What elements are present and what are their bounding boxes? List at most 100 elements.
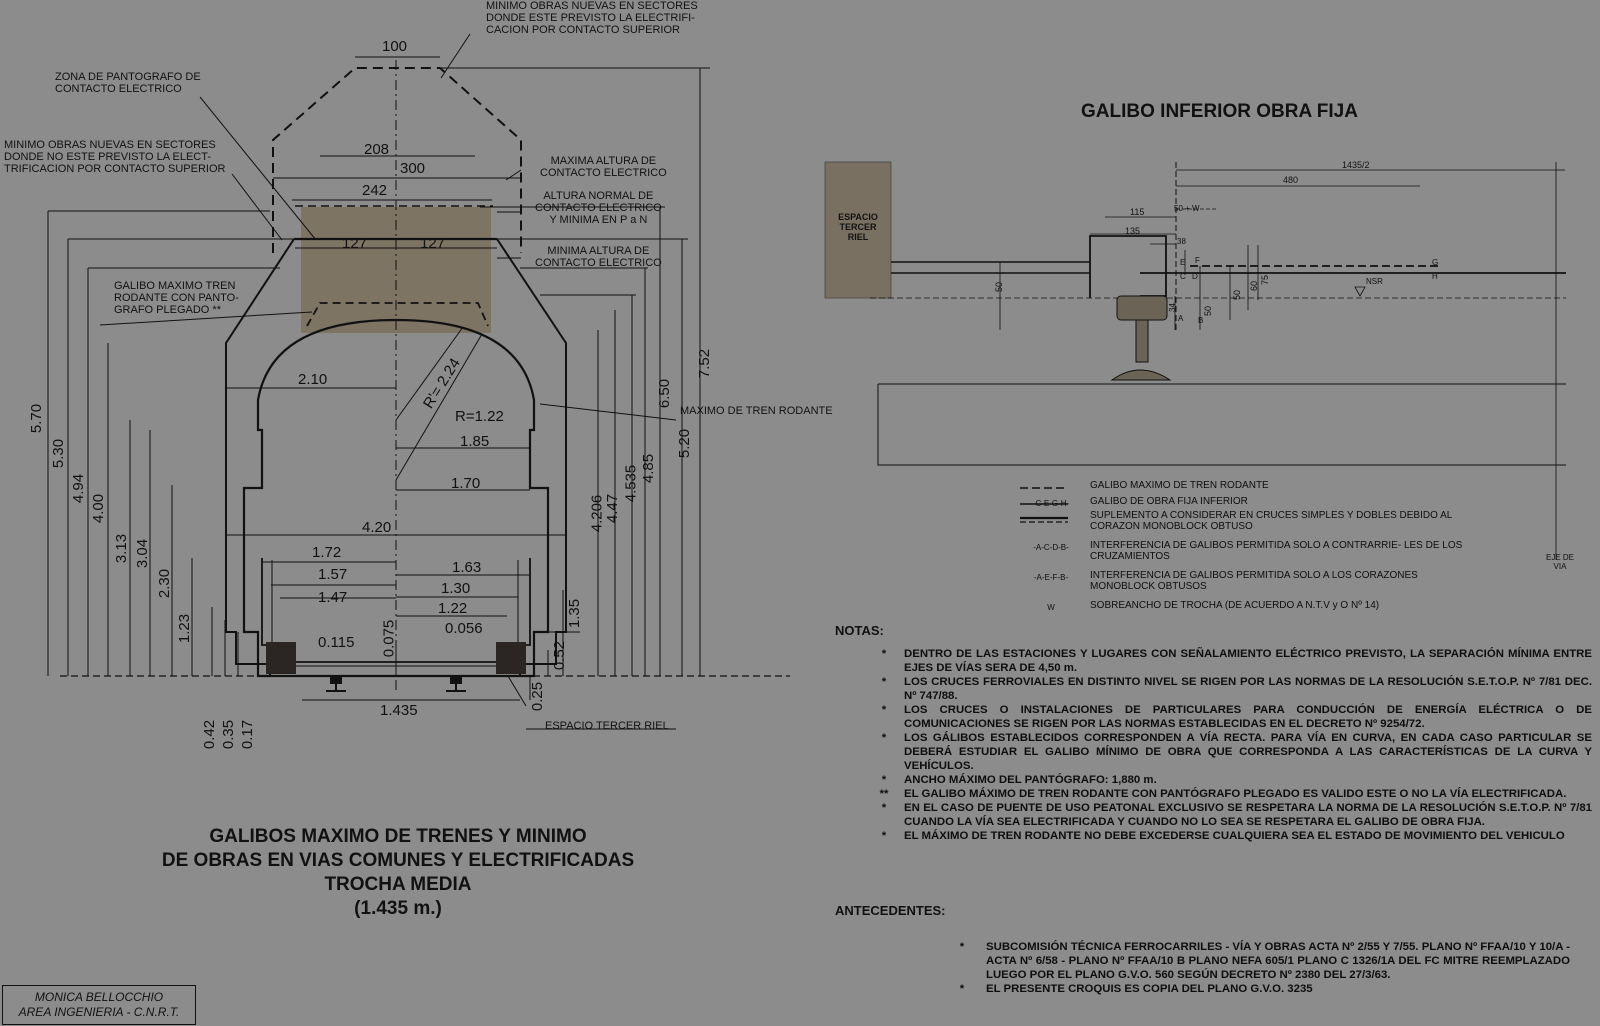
rail-left	[326, 676, 346, 692]
note-item: *EL MÁXIMO DE TREN RODANTE NO DEBE EXCED…	[881, 830, 1565, 842]
dim-0-17: 0.17	[239, 719, 257, 750]
dim-3-13: 3.13	[113, 533, 131, 564]
credit-box: MONICA BELLOCCHIO AREA INGENIERIA - C.N.…	[2, 985, 196, 1025]
dim-242: 242	[362, 182, 388, 199]
dim-50-mid: 50	[1203, 305, 1214, 317]
legend-item: -A-E-F-B- INTERFERENCIA DE GALIBOS PERMI…	[1033, 570, 1418, 592]
dim-480: 480	[1283, 175, 1299, 185]
dim-0-42: 0.42	[201, 719, 219, 750]
callout-third-rail-space: ESPACIO TERCER RIEL	[545, 720, 669, 732]
legend-item: GALIBO MAXIMO DE TREN RODANTE	[1090, 480, 1269, 491]
callout-max-contact-height: MAXIMA ALTURA DE CONTACTO ELECTRICO	[540, 155, 667, 179]
dim-300: 300	[400, 160, 426, 177]
legend-item: -A-C-D-B- INTERFERENCIA DE GALIBOS PERMI…	[1033, 540, 1463, 562]
dim-6-50: 6.50	[656, 378, 674, 409]
dim-r-1-22: R=1.22	[455, 408, 504, 425]
dim-4-206: 4.206	[588, 494, 606, 533]
note-item: *LOS CRUCES FERROVIALES EN DISTINTO NIVE…	[881, 676, 1592, 702]
dim-100: 100	[382, 38, 408, 55]
legend-item: W SOBREANCHO DE TROCHA (DE ACUERDO A N.T…	[1047, 600, 1380, 612]
dim-1-85: 1.85	[460, 433, 490, 450]
point-c: C	[1180, 272, 1186, 281]
legend-item: -C-E-G-H- GALIBO DE OBRA FIJA INFERIOR	[1032, 496, 1248, 508]
dim-3-04: 3.04	[134, 538, 152, 569]
dim-1-72: 1.72	[312, 544, 342, 561]
dim-4-00: 4.00	[90, 493, 108, 524]
rolling-stock-outline	[242, 318, 550, 678]
dim-1-22: 1.22	[438, 600, 468, 617]
callout-normal-contact-height: ALTURA NORMAL DE CONTACTO ELECTRICO Y MI…	[535, 190, 662, 226]
callout-max-rolling-stock: MAXIMO DE TREN RODANTE	[680, 405, 833, 417]
third-rail-block-right	[496, 642, 526, 674]
right-diagram-title: GALIBO INFERIOR OBRA FIJA	[1081, 101, 1358, 122]
dim-0-52: 0.52	[551, 640, 569, 671]
note-item: *ANCHO MÁXIMO DEL PANTÓGRAFO: 1,880 m.	[881, 774, 1157, 786]
point-a: A	[1178, 314, 1184, 323]
electrified-clearance-outline	[272, 67, 522, 253]
dim-4-20: 4.20	[362, 519, 392, 536]
third-rail-block-left	[266, 642, 296, 674]
note-item: *LOS CRUCES O INSTALACIONES DE PARTICULA…	[881, 704, 1592, 730]
dim-1-57: 1.57	[318, 566, 348, 583]
background-item: *SUBCOMISIÓN TÉCNICA FERROCARRILES - VÍA…	[959, 941, 1570, 981]
dim-1-47: 1.47	[318, 589, 348, 606]
dim-38: 38	[1177, 237, 1186, 246]
callout-min-contact-height: MINIMA ALTURA DE CONTACTO ELECTRICO	[535, 245, 662, 269]
note-item: **EL GALIBO MÁXIMO DE TREN RODANTE CON P…	[879, 788, 1567, 800]
point-b: B	[1198, 316, 1204, 325]
point-e: E	[1180, 258, 1186, 267]
dim-1435-2: 1435/2	[1342, 160, 1370, 170]
dim-50-right: 50	[1232, 289, 1243, 301]
track-axis-label: EJE DE VIA	[1546, 553, 1575, 571]
dim-1-35: 1.35	[566, 598, 584, 629]
dim-7-52: 7.52	[696, 348, 714, 379]
dim-75: 75	[1260, 274, 1271, 286]
note-item: *LOS GÁLIBOS ESTABLECIDOS CORRESPONDEN A…	[881, 732, 1592, 772]
dim-5-20: 5.20	[676, 428, 694, 459]
dim-4-47: 4.47	[604, 493, 622, 524]
dim-1-23: 1.23	[176, 613, 194, 644]
dim-1-435: 1.435	[380, 702, 418, 719]
dim-0-075: 0.075	[380, 619, 398, 658]
dim-2-10: 2.10	[298, 371, 328, 388]
dim-4-85: 4.85	[640, 453, 658, 484]
dim-1-70: 1.70	[451, 475, 481, 492]
dim-135: 135	[1125, 226, 1141, 236]
notes-heading: NOTAS:	[835, 623, 884, 638]
point-d: D	[1192, 272, 1198, 281]
dim-127-right: 127	[420, 235, 446, 252]
callout-min-works-electrified: MINIMO OBRAS NUEVAS EN SECTORES DONDE ES…	[486, 0, 698, 36]
credit-text: MONICA BELLOCCHIO AREA INGENIERIA - C.N.…	[18, 990, 180, 1019]
dim-0-25: 0.25	[529, 681, 547, 712]
dim-5-30: 5.30	[50, 438, 68, 469]
dim-5-70: 5.70	[28, 403, 46, 434]
dim-34: 34	[1167, 303, 1177, 312]
dim-0-056: 0.056	[445, 620, 483, 637]
point-g: G	[1432, 258, 1439, 267]
dim-1-63: 1.63	[452, 559, 482, 576]
note-item: *EN EL CASO DE PUENTE DE USO PEATONAL EX…	[881, 802, 1592, 828]
dim-4-94: 4.94	[70, 473, 88, 504]
legend: GALIBO MAXIMO DE TREN RODANTE -C-E-G-H- …	[1020, 480, 1480, 616]
background-list: *SUBCOMISIÓN TÉCNICA FERROCARRILES - VÍA…	[950, 940, 1570, 996]
background-heading: ANTECEDENTES:	[835, 903, 946, 918]
dim-50-left: 50	[994, 281, 1005, 293]
nsr-label: NSR	[1366, 277, 1383, 286]
callout-min-works-non-electrified: MINIMO OBRAS NUEVAS EN SECTORES DONDE NO…	[4, 139, 226, 175]
left-diagram-title: GALIBOS MAXIMO DE TRENES Y MINIMO DE OBR…	[161, 826, 635, 919]
legend-item: SUPLEMENTO A CONSIDERAR EN CRUCES SIMPLE…	[1090, 510, 1452, 532]
dim-2-30: 2.30	[156, 568, 174, 599]
point-f: F	[1195, 256, 1200, 265]
dim-4-535: 4.535	[622, 464, 640, 503]
callout-pantograph-zone: ZONA DE PANTOGRAFO DE CONTACTO ELECTRICO	[55, 71, 201, 95]
dim-60: 60	[1249, 280, 1260, 292]
dim-1-30: 1.30	[441, 580, 471, 597]
point-h: H	[1432, 272, 1438, 281]
third-rail-space-label: ESPACIO TERCER RIEL	[838, 212, 878, 242]
dim-50-w: 50 + W	[1174, 204, 1200, 213]
note-item: *DENTRO DE LAS ESTACIONES Y LUGARES CON …	[881, 648, 1592, 674]
dim-0-115: 0.115	[318, 634, 355, 651]
dim-0-35: 0.35	[220, 719, 238, 750]
